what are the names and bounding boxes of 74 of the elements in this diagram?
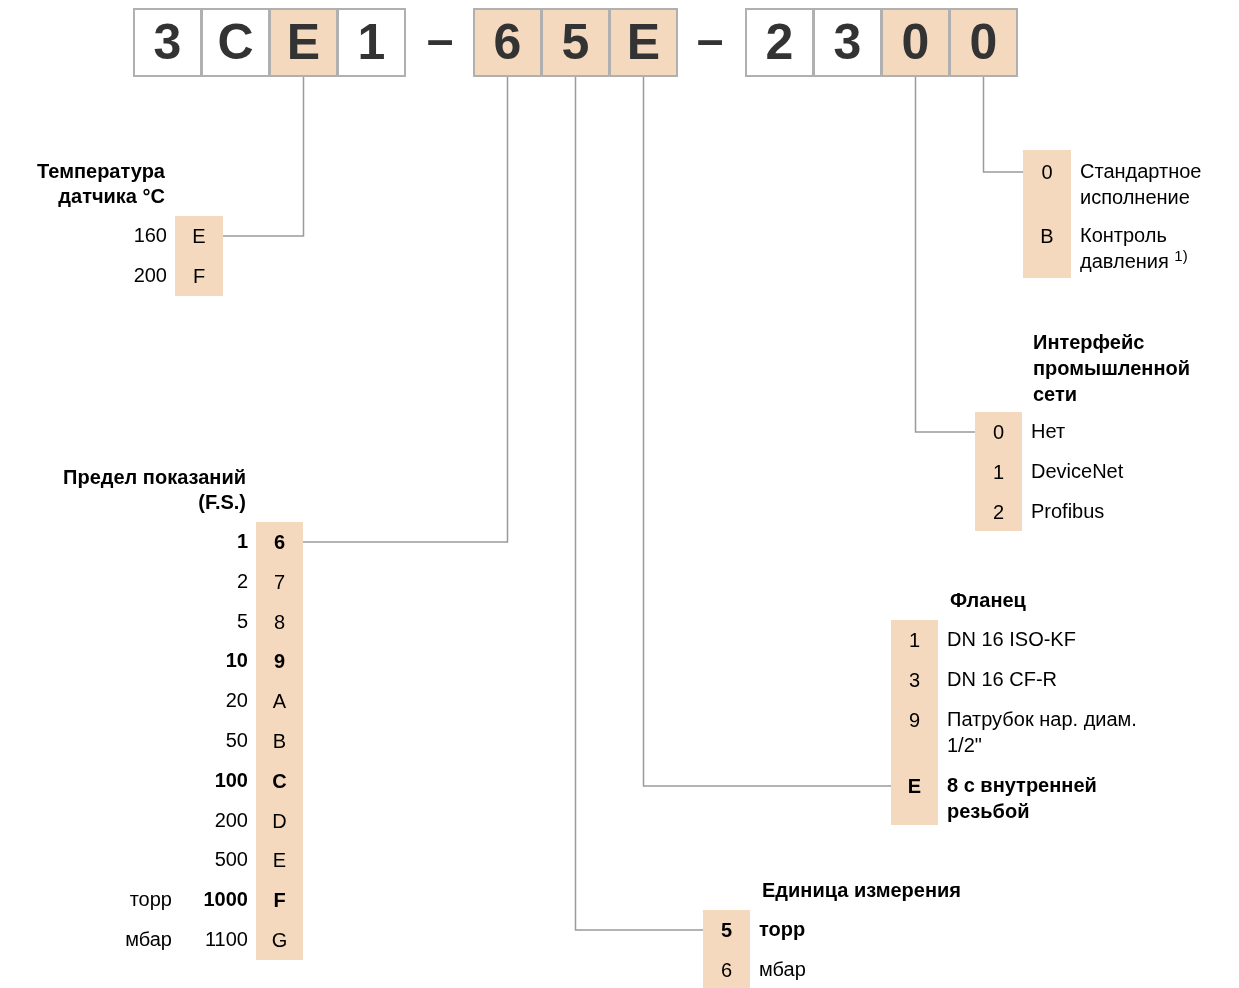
option-code-cell: D (256, 800, 303, 841)
option-code-cell: 0 (1023, 150, 1071, 210)
code-character-box: 1 (337, 8, 406, 77)
separator-dash: – (425, 12, 455, 68)
option-code-cell: E (891, 765, 938, 825)
option-code-cell: 9 (891, 700, 938, 765)
option-value: 200 (214, 807, 248, 833)
leader-line (222, 76, 305, 237)
code-character-box: 2 (745, 8, 814, 77)
option-code-cell: A (256, 681, 303, 722)
option-code-cell: B (256, 721, 303, 761)
code-character-box: 0 (881, 8, 950, 77)
code-character-box: E (269, 8, 338, 77)
option-description: Стандартное исполнение (1080, 159, 1203, 210)
option-code-cell: F (256, 880, 303, 921)
code-character-box: C (201, 8, 270, 77)
code-character-box: 3 (133, 8, 202, 77)
option-description: мбар (759, 957, 807, 982)
leader-line (914, 76, 976, 433)
leader-line (574, 76, 704, 931)
option-description: торр (759, 917, 807, 942)
option-code-cell: 8 (256, 601, 303, 642)
option-code-cell: 9 (256, 641, 303, 682)
leader-line (982, 76, 1024, 173)
section-heading: Единица измерения (762, 878, 962, 903)
option-code-cell: 6 (256, 522, 303, 562)
option-value: мбар (125, 927, 172, 952)
code-character-box: 3 (813, 8, 882, 77)
option-code-cell: 3 (891, 660, 938, 700)
option-code-cell: E (175, 216, 223, 256)
separator-dash: – (695, 12, 725, 68)
option-value: 2 (236, 568, 248, 594)
code-character-box: 0 (949, 8, 1018, 77)
option-description: Патрубок нар. диам. 1/2" (947, 707, 1138, 758)
option-description: 8 с внутренней резьбой (947, 773, 1098, 824)
option-value: 20 (225, 688, 248, 714)
code-character-box: 5 (541, 8, 610, 77)
option-code-cell: E (256, 840, 303, 881)
option-code-cell: 1 (975, 452, 1022, 492)
option-code-cell: 1 (891, 620, 938, 660)
option-value: торр (129, 887, 172, 913)
option-description: Нет (1031, 419, 1067, 444)
option-description: DeviceNet (1031, 459, 1125, 484)
option-value: 500 (214, 847, 248, 873)
option-code-cell: 7 (256, 561, 303, 602)
section-heading: Фланец (950, 588, 1027, 613)
section-heading: Температура датчика °C (36, 159, 165, 209)
code-character-box: E (609, 8, 678, 77)
option-value: 160 (133, 223, 167, 248)
option-value: 1000 (203, 887, 248, 913)
option-value: 1 (236, 529, 248, 554)
leader-line (642, 76, 892, 787)
option-value: 5 (236, 608, 248, 634)
option-code-cell: C (256, 760, 303, 801)
option-code-cell: B (1023, 210, 1071, 278)
option-code-cell: G (256, 920, 303, 960)
option-value: 50 (225, 728, 248, 753)
option-code-cell: 6 (703, 950, 750, 988)
option-description: Profibus (1031, 499, 1106, 524)
option-description: Контроль давления $^{1)}$ (1080, 223, 1189, 274)
option-code-cell: 0 (975, 412, 1022, 452)
option-value: 100 (214, 767, 248, 793)
option-description: DN 16 ISO-KF (947, 627, 1077, 652)
section-heading: Интерфейс промышленной сети (1033, 330, 1192, 407)
leader-line (302, 76, 509, 543)
option-value: 1100 (205, 927, 248, 952)
option-code-cell: 5 (703, 910, 750, 950)
code-character-box: 6 (473, 8, 542, 77)
option-value: 200 (133, 263, 167, 288)
option-value: 10 (225, 648, 248, 674)
option-code-cell: 2 (975, 492, 1022, 531)
section-heading: Предел показаний (F.S.) (62, 465, 246, 515)
option-code-cell: F (175, 256, 223, 296)
option-description: DN 16 CF-R (947, 667, 1058, 692)
